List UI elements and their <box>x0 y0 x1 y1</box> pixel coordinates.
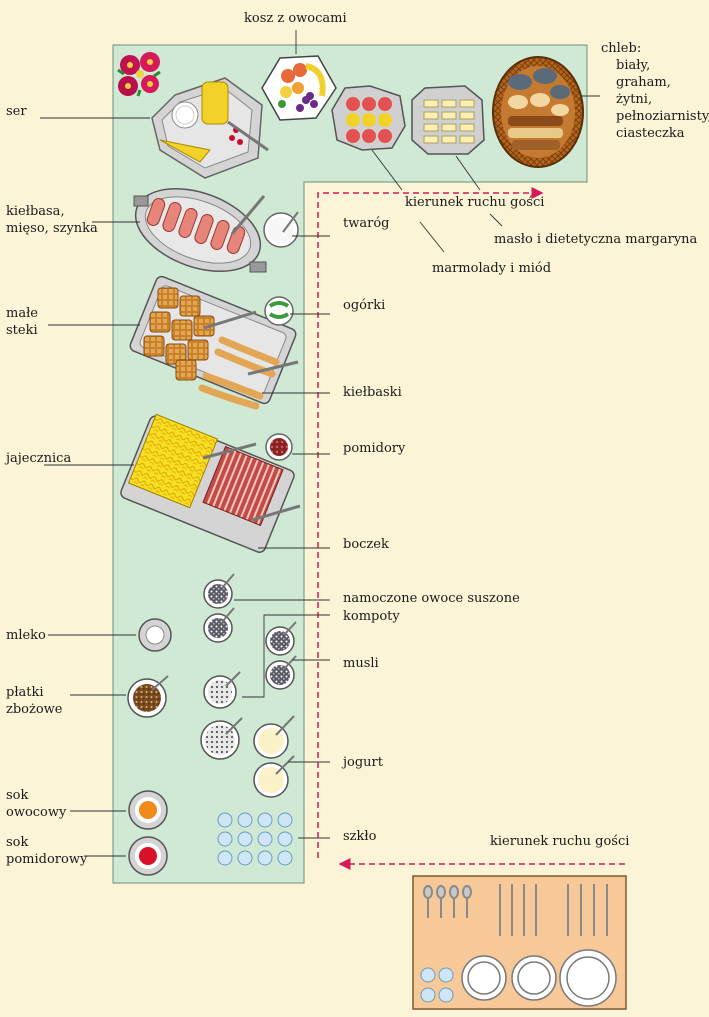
muesli-bowls <box>200 671 243 760</box>
tomato-juice-jug <box>128 836 168 876</box>
label-yogurt: jogurt <box>341 755 384 770</box>
meat-ham-tray <box>133 187 267 273</box>
label-guest-flow-bottom: kierunek ruchu gości <box>490 834 629 849</box>
label-sausages: kiełbaski <box>343 385 402 400</box>
label-bread-line: graham, <box>616 75 671 90</box>
label-line: zbożowe <box>6 702 63 717</box>
label-muesli: musli <box>343 656 379 671</box>
soaked-dried-fruit-bowls <box>203 573 235 643</box>
cheese-platter <box>151 77 269 179</box>
label-pickles: ogórki <box>343 298 385 313</box>
fruit-juice-jug <box>128 790 168 830</box>
bread-basket <box>492 56 584 168</box>
compote-bowls <box>265 621 297 690</box>
flower-arrangement <box>117 52 161 97</box>
pickles-bowl <box>264 296 294 326</box>
label-cheese: ser <box>6 104 27 119</box>
label-bread-line: pełnoziarnisty, <box>616 109 709 124</box>
guest-flow-arrows <box>317 187 625 870</box>
label-tomato-juice: sok pomidorowy <box>6 835 88 867</box>
leader-lines <box>40 30 600 857</box>
label-compotes: kompoty <box>343 609 400 624</box>
milk-jug <box>138 618 172 652</box>
jam-honey-tray <box>331 85 406 151</box>
label-line: steki <box>6 323 38 338</box>
cottage-cheese-bowl <box>263 211 299 248</box>
label-bread-line: chleb: <box>601 41 641 56</box>
glassware-grid <box>217 812 293 866</box>
label-line: kiełbasa, <box>6 204 65 219</box>
butter-margarine-tray <box>411 85 485 155</box>
label-line: małe <box>6 306 38 321</box>
label-line: mięso, szynka <box>6 221 98 236</box>
label-bread-line: żytni, <box>616 92 652 107</box>
label-cereal: płatki zbożowe <box>6 685 63 717</box>
label-fruit-basket: kosz z owocami <box>244 11 347 26</box>
label-milk: mleko <box>6 628 46 643</box>
label-fruit-juice: sok owocowy <box>6 788 67 820</box>
fruit-basket <box>261 55 337 121</box>
label-line: owocowy <box>6 805 67 820</box>
label-sausage-meat-ham: kiełbasa, mięso, szynka <box>6 204 98 236</box>
label-line: płatki <box>6 685 44 700</box>
label-line: sok <box>6 835 28 850</box>
steaks-sausages-tray <box>129 275 299 410</box>
eggs-bacon-tray <box>120 413 301 553</box>
yogurt-bowls <box>253 715 295 798</box>
label-bread: chleb: biały, graham, żytni, pełnoziarni… <box>601 41 709 141</box>
label-bacon: boczek <box>343 537 389 552</box>
label-jams-honey: marmolady i miód <box>432 261 551 276</box>
label-soaked-dried-fruit: namoczone owoce suszone <box>343 591 520 606</box>
tomatoes-bowl <box>265 433 293 461</box>
label-cottage-cheese: twaróg <box>343 216 389 231</box>
label-small-steaks: małe steki <box>6 306 42 338</box>
label-line: sok <box>6 788 28 803</box>
cereal-bowl <box>127 675 169 718</box>
label-scrambled-eggs: jajecznica <box>4 451 71 466</box>
cutlery-plates-tray <box>412 875 627 1010</box>
label-guest-flow-top: kierunek ruchu gości <box>405 195 544 210</box>
label-bread-line: biały, <box>616 58 650 73</box>
label-tomatoes: pomidory <box>343 441 406 456</box>
label-bread-line: ciasteczka <box>616 126 685 141</box>
label-glassware: szkło <box>343 829 377 844</box>
label-butter-margarine: masło i dietetyczna margaryna <box>494 232 698 247</box>
label-line: pomidorowy <box>6 852 88 867</box>
